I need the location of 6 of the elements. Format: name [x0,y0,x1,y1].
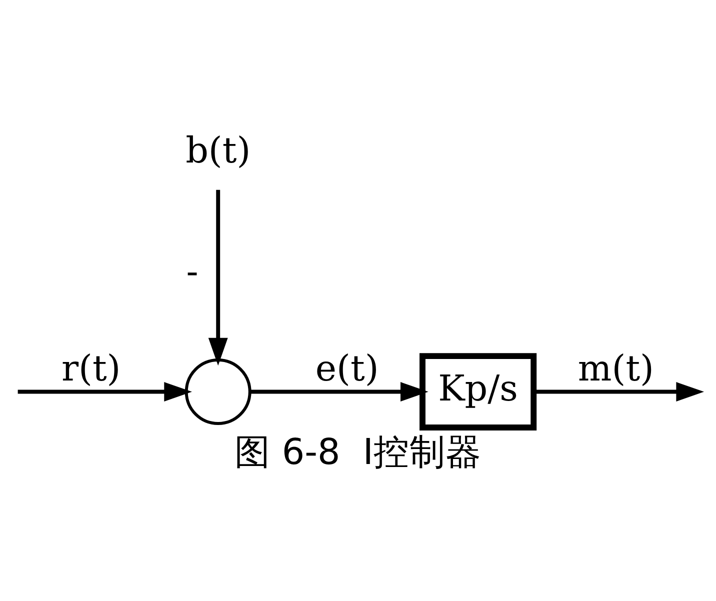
edge-label: m(t) [578,348,654,390]
edge-label: e(t) [315,348,379,390]
node-text: b(t) [186,130,251,172]
caption: 图 6-8 I控制器 [234,432,482,474]
edge-label: - [186,251,198,292]
edge-label: r(t) [61,348,121,390]
